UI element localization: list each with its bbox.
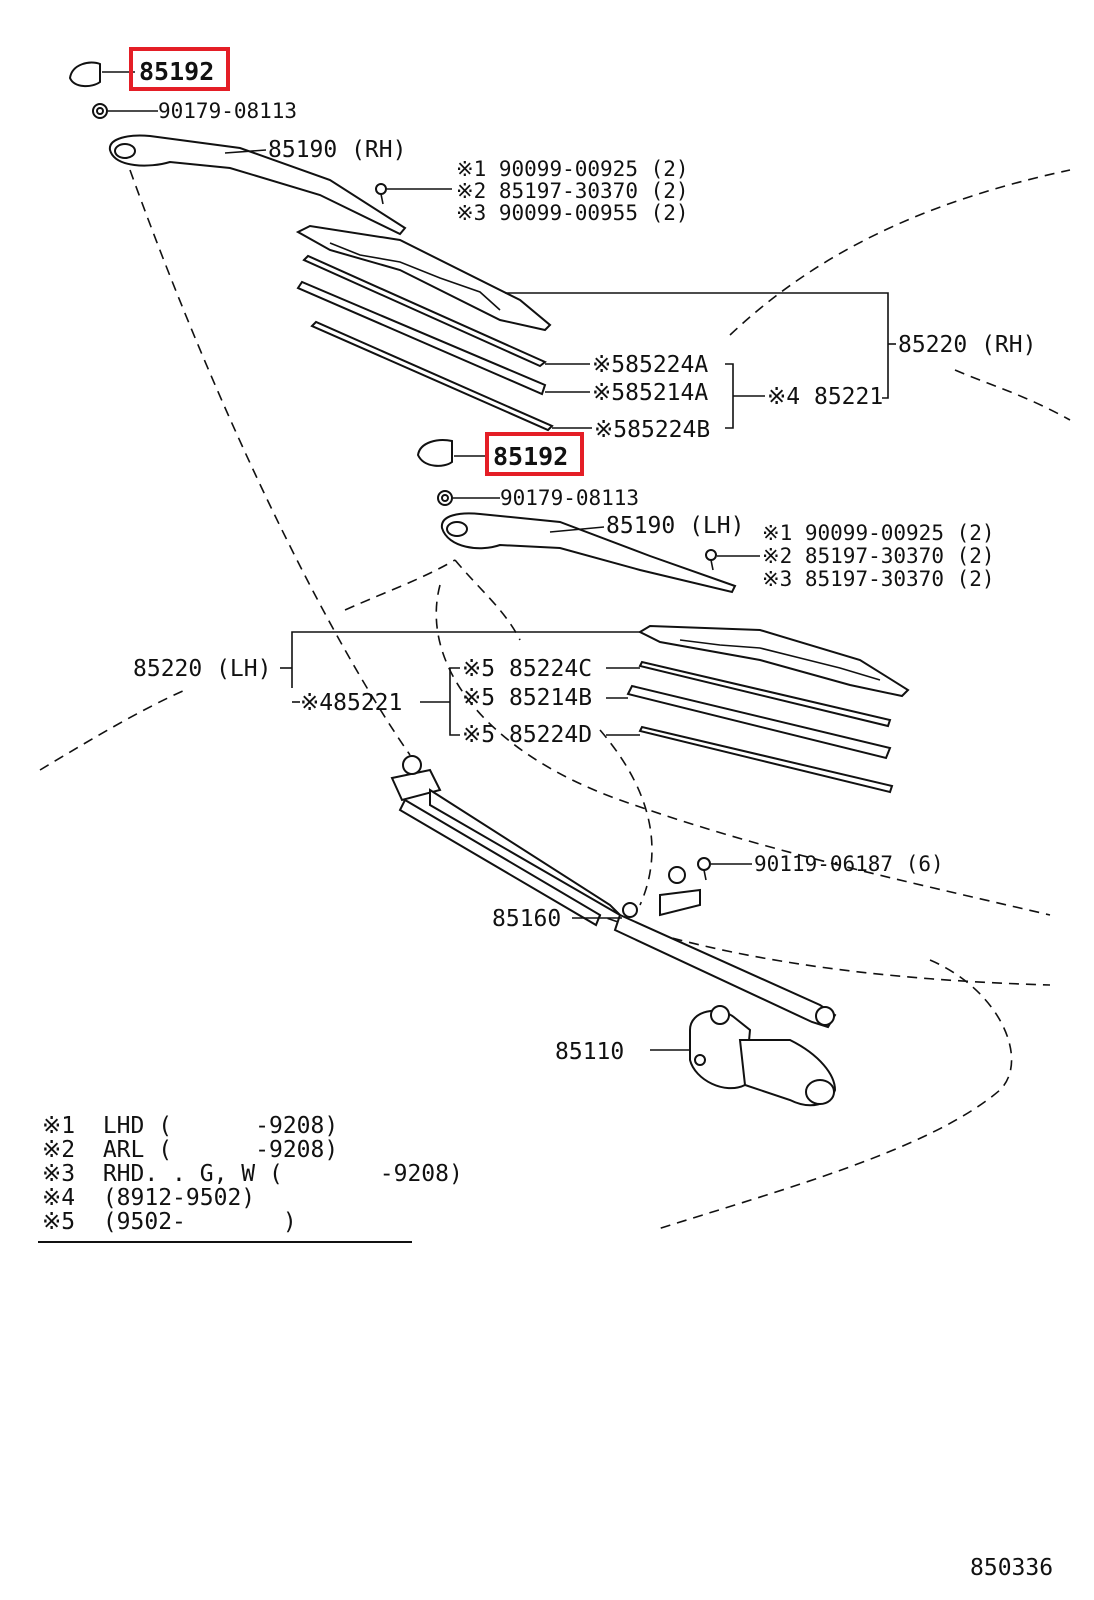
rh-screw-2-label[interactable]: ※2 85197-30370 (2): [456, 179, 689, 203]
nut-top-part: [92, 103, 158, 119]
rh-screw-part: [375, 183, 452, 205]
nut-mid-part: [437, 490, 500, 506]
lh-screw-2-label[interactable]: ※2 85197-30370 (2): [762, 544, 995, 568]
cap-top-part: [68, 61, 135, 88]
arm-lh-part: [440, 512, 737, 594]
blade-assy-lh-label[interactable]: ※485221: [300, 690, 402, 716]
highlight-cap-top: [129, 47, 230, 91]
highlight-cap-mid: [485, 432, 584, 476]
blade-rh-part: [295, 224, 896, 432]
rubber-rh-b-label[interactable]: ※585224B: [594, 417, 710, 443]
cap-mid-part: [416, 439, 489, 467]
lh-screw-1-label[interactable]: ※1 90099-00925 (2): [762, 521, 995, 545]
bolt-part: [697, 857, 752, 881]
rubber-rh-a-label[interactable]: ※585224A: [592, 352, 708, 378]
note-2: ※2 ARL ( -9208): [42, 1137, 338, 1163]
rubber-lh-c-label[interactable]: ※5 85224C: [462, 656, 592, 682]
note-4: ※4 (8912-9502): [42, 1185, 255, 1211]
nut-top-label[interactable]: 90179-08113: [158, 99, 297, 123]
cap-top-label[interactable]: 85192: [139, 57, 214, 86]
arm-rh-part: [108, 134, 407, 236]
blade-assy-rh-label[interactable]: ※4 85221: [767, 384, 883, 410]
rh-screw-3-label[interactable]: ※3 90099-00955 (2): [456, 201, 689, 225]
blade-lh-label[interactable]: 85220 (LH): [133, 656, 271, 682]
diagram-number: 850336: [970, 1555, 1053, 1581]
blade-lh-part: [280, 624, 910, 794]
notes-block: ※1 LHD ( -9208) ※2 ARL ( -9208) ※3 RHD. …: [38, 1113, 463, 1243]
link-label[interactable]: 85160: [492, 906, 561, 932]
linkage-part: [390, 755, 837, 1029]
note-5: ※5 (9502- ): [42, 1209, 297, 1235]
nut-mid-label[interactable]: 90179-08113: [500, 486, 639, 510]
bolt-label[interactable]: 90119-06187 (6): [754, 852, 944, 876]
lh-screw-3-label[interactable]: ※3 85197-30370 (2): [762, 567, 995, 591]
arm-lh-label[interactable]: 85190 (LH): [606, 513, 744, 539]
rh-screw-1-label[interactable]: ※1 90099-00925 (2): [456, 157, 689, 181]
motor-part: [650, 1005, 837, 1107]
blade-rh-label[interactable]: 85220 (RH): [898, 332, 1036, 358]
cap-mid-label[interactable]: 85192: [493, 442, 568, 471]
arm-rh-label[interactable]: 85190 (RH): [268, 137, 406, 163]
highlight-boxes: [129, 47, 584, 476]
note-1: ※1 LHD ( -9208): [42, 1113, 338, 1139]
callout-labels: 85192 90179-08113 85190 (RH) ※1 90099-00…: [133, 57, 1036, 1065]
insert-rh-a-label[interactable]: ※585214A: [592, 380, 708, 406]
insert-lh-b-label[interactable]: ※5 85214B: [462, 685, 592, 711]
lh-screw-part: [705, 549, 760, 571]
body-outline: [39, 169, 1071, 1231]
motor-label[interactable]: 85110: [555, 1039, 624, 1065]
rubber-lh-d-label[interactable]: ※5 85224D: [462, 722, 592, 748]
note-3: ※3 RHD. . G, W ( -9208): [42, 1161, 463, 1187]
